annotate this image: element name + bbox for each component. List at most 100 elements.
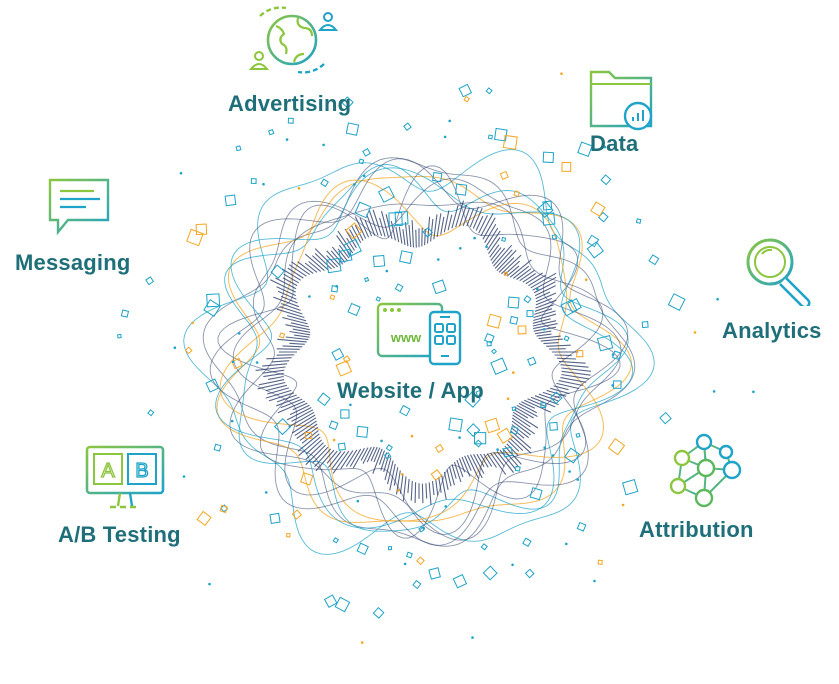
confetti-square xyxy=(540,402,546,408)
tick-mark xyxy=(398,226,403,244)
tick-mark xyxy=(410,480,413,501)
confetti-square xyxy=(145,276,155,286)
confetti-dot xyxy=(565,542,568,546)
confetti-square xyxy=(268,129,275,136)
confetti-square xyxy=(502,446,514,458)
confetti-square xyxy=(356,425,369,438)
tick-mark xyxy=(262,369,285,374)
tick-mark xyxy=(453,461,462,483)
tick-mark xyxy=(451,464,457,479)
tick-mark xyxy=(484,223,497,244)
tick-mark xyxy=(560,364,589,368)
tick-mark xyxy=(384,457,392,481)
tick-mark xyxy=(496,451,515,473)
confetti-square xyxy=(340,409,350,419)
tick-mark xyxy=(528,274,546,287)
tick-mark xyxy=(308,261,322,272)
confetti-dot xyxy=(611,353,615,356)
tick-mark xyxy=(395,470,401,495)
tick-mark xyxy=(540,338,563,342)
confetti-square xyxy=(299,472,314,486)
confetti-square xyxy=(542,200,553,211)
tick-mark xyxy=(490,452,507,475)
tick-mark xyxy=(511,420,532,436)
tick-mark xyxy=(543,342,559,345)
confetti-square xyxy=(577,141,593,158)
tick-mark xyxy=(267,387,290,395)
tick-mark xyxy=(491,247,506,264)
confetti-square xyxy=(622,479,639,496)
tick-mark xyxy=(560,377,587,383)
confetti-dot xyxy=(422,526,426,530)
tick-mark xyxy=(360,447,369,461)
tick-mark xyxy=(283,273,299,284)
confetti-square xyxy=(596,335,614,352)
confetti-dot xyxy=(444,505,448,508)
confetti-square xyxy=(224,194,237,207)
tick-mark xyxy=(305,442,324,460)
tick-mark xyxy=(332,450,350,474)
wave-ring xyxy=(215,167,634,529)
tick-mark xyxy=(282,345,303,348)
tick-mark xyxy=(462,208,471,227)
confetti-dot xyxy=(443,135,447,139)
tick-mark xyxy=(265,384,288,392)
tick-mark xyxy=(483,453,493,467)
tick-mark xyxy=(326,450,338,464)
confetti-square xyxy=(523,295,532,304)
confetti-square xyxy=(475,389,483,398)
confetti-square xyxy=(526,310,534,318)
tick-mark xyxy=(285,336,309,341)
tick-mark xyxy=(428,482,432,506)
confetti-dot xyxy=(576,478,579,481)
tick-mark xyxy=(421,483,424,504)
tick-mark xyxy=(488,237,501,255)
tick-mark xyxy=(294,334,310,338)
confetti-square xyxy=(354,201,372,219)
tick-mark xyxy=(519,269,536,282)
tick-mark xyxy=(288,411,315,428)
confetti-square xyxy=(273,417,292,436)
tick-mark xyxy=(289,404,310,416)
confetti-dot xyxy=(230,419,234,423)
confetti-square xyxy=(428,567,441,580)
confetti-dot xyxy=(593,579,596,583)
tick-mark xyxy=(257,381,286,390)
confetti-dot xyxy=(308,295,311,298)
tick-mark xyxy=(501,254,522,275)
confetti-dot xyxy=(173,346,177,350)
tick-mark xyxy=(509,437,524,451)
tick-mark xyxy=(511,427,525,439)
tick-mark xyxy=(536,333,552,337)
confetti-square xyxy=(499,170,509,181)
confetti-square xyxy=(196,510,212,527)
confetti-square xyxy=(326,257,342,274)
confetti-square xyxy=(522,537,532,548)
tick-mark xyxy=(475,215,484,231)
tick-mark xyxy=(282,277,298,287)
confetti-square xyxy=(329,294,336,301)
confetti-dot xyxy=(584,278,588,282)
tick-mark xyxy=(511,424,530,439)
tick-mark xyxy=(502,447,520,468)
tick-mark xyxy=(349,448,362,467)
confetti-dot xyxy=(182,475,186,478)
tick-mark xyxy=(493,244,513,267)
confetti-square xyxy=(491,348,497,355)
www-text: www xyxy=(390,330,422,345)
wave-ring xyxy=(209,158,629,546)
tick-mark xyxy=(286,407,312,421)
confetti-square xyxy=(549,391,563,405)
confetti-square xyxy=(607,438,626,456)
confetti-square xyxy=(503,271,508,276)
tick-mark xyxy=(287,267,304,279)
tick-mark xyxy=(258,379,285,386)
tick-mark xyxy=(280,302,301,311)
confetti-square xyxy=(291,509,303,520)
tick-mark xyxy=(270,279,296,293)
tick-mark xyxy=(490,247,502,261)
confetti-dot xyxy=(255,361,259,364)
tick-mark xyxy=(498,257,515,273)
tick-mark xyxy=(464,455,472,471)
